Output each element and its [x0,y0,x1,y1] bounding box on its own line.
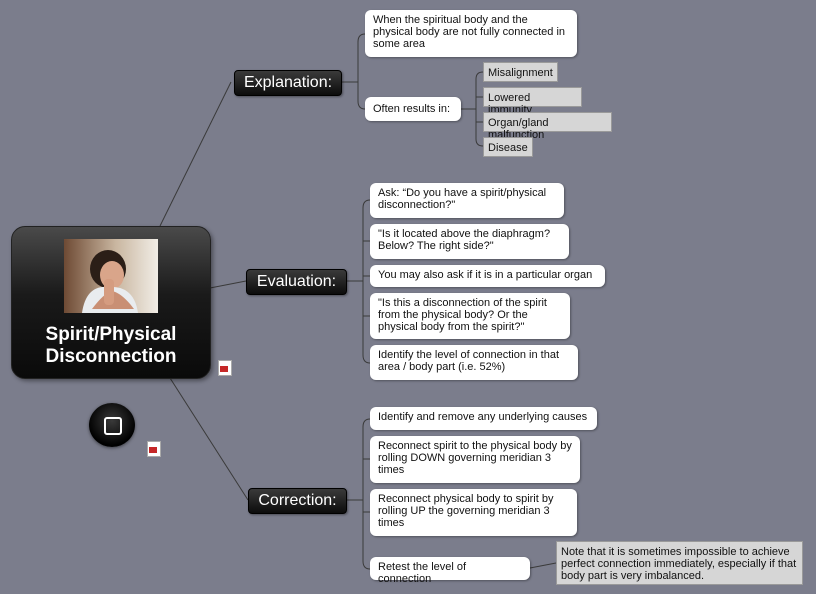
result-item[interactable]: Organ/gland malfunction [483,112,612,141]
correction-item[interactable]: Reconnect spirit to the physical body by… [370,436,580,483]
correction-item[interactable]: Identify and remove any underlying cause… [370,407,597,430]
evaluation-item[interactable]: Identify the level of connection in that… [370,345,578,380]
branch-correction[interactable]: Correction: [248,488,347,514]
results-label[interactable]: Often results in: [365,97,461,121]
topic-photo [64,239,158,313]
correction-item[interactable]: Reconnect physical body to spirit by rol… [370,489,577,536]
central-topic[interactable]: Spirit/Physical Disconnection [11,226,211,379]
evaluation-item[interactable]: "Is this a disconnection of the spirit f… [370,293,570,339]
evaluation-item[interactable]: You may also ask if it is in a particula… [370,265,605,287]
floating-topic-button[interactable] [89,403,135,447]
attachment-icon[interactable] [218,360,232,376]
result-item[interactable]: Misalignment [483,62,558,82]
attachment-icon[interactable] [147,441,161,457]
evaluation-item[interactable]: "Is it located above the diaphragm? Belo… [370,224,569,259]
branch-explanation[interactable]: Explanation: [234,70,342,96]
result-item[interactable]: Disease [483,137,533,157]
result-item[interactable]: Lowered immunity [483,87,582,116]
central-title: Spirit/Physical Disconnection [45,324,177,367]
correction-item[interactable]: Retest the level of connection [370,557,530,585]
correction-note[interactable]: Note that it is sometimes impossible to … [556,541,803,585]
evaluation-item[interactable]: Ask: “Do you have a spirit/physical disc… [370,183,564,218]
explanation-definition[interactable]: When the spiritual body and the physical… [365,10,577,57]
square-icon [104,417,122,435]
branch-evaluation[interactable]: Evaluation: [246,269,347,295]
